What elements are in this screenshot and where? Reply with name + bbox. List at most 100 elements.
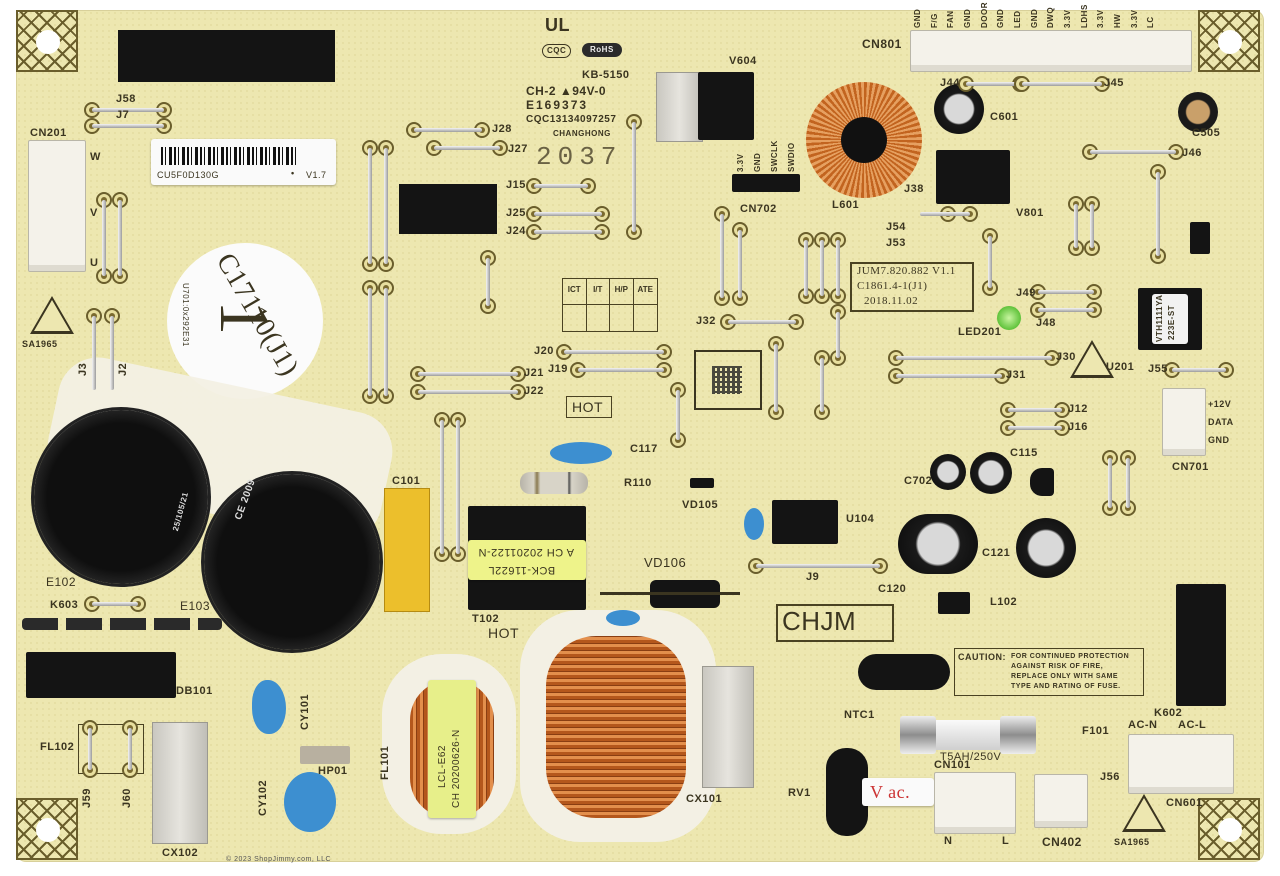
j38-ref: J38 [904,183,924,195]
jumper-j33 [720,214,724,298]
j58-ref: J58 [116,93,136,105]
vd106-ref: VD106 [644,555,687,570]
cn702-pin-3: SWCLK [770,140,779,172]
datamatrix-code [694,350,762,410]
j53-ref: J53 [886,237,906,249]
e102-date: 25/105/21 [171,491,191,533]
connector-cn101[interactable] [934,772,1016,834]
j9-ref: J9 [806,571,820,583]
jumper-j48 [1038,308,1094,312]
rohs-mark: RoHS [582,43,622,57]
cn201-pin-v: V [90,207,98,219]
cn801-pin-3: FAN [946,10,955,29]
j54-ref: J54 [886,221,906,233]
cn601-ref: CN601 [1166,797,1203,809]
capacitor-cx102 [152,722,208,844]
cn801-pin-13: HW [1113,13,1122,28]
connector-cn702[interactable] [732,174,800,192]
round-sticker: 1 C17110(J1) U701:0x292E31 [167,243,323,399]
t102-ref: T102 [472,613,500,625]
ntc1-ref: NTC1 [844,709,875,721]
jumper-j44 [966,82,1020,86]
regulator-v604 [698,72,754,140]
cy102-ref: CY102 [257,779,269,816]
jumper-j42 [836,240,840,296]
caution-line-4: TYPE AND RATING OF FUSE. [1011,683,1121,690]
ic-u201: VTH1111YA 223E-ST [1138,288,1202,350]
fl101-label-1: LCL-E62 [437,745,448,788]
vd105-ref: VD105 [682,499,719,511]
c702-ref: C702 [904,475,933,487]
blackout-bar-mid [399,184,497,234]
inductor-l102 [938,592,970,614]
date-code: 2037 [536,142,623,172]
esd-warning-icon [1070,340,1114,378]
cn702-pin-2: GND [753,152,762,172]
cn101-ref: CN101 [934,759,971,771]
j55-ref: J55 [1148,363,1168,375]
jumper-j5 [102,200,106,276]
info-line-1: JUM7.820.882 V1.1 [857,265,956,277]
j7-ref: J7 [116,109,130,121]
capacitor-c601 [934,84,984,134]
cn601-pin-acl: AC-L [1178,719,1207,731]
j28-ref: J28 [492,123,512,135]
cn201-pin-u: U [90,257,99,269]
k602-ref: K602 [1154,707,1183,719]
connector-cn701[interactable] [1162,388,1206,456]
j60-ref: J60 [121,788,133,808]
jumper-j4 [118,200,122,276]
connector-cn201[interactable] [28,140,86,272]
jumper-j14 [1126,458,1130,508]
barcode-code: CU5F0D130G [157,170,220,180]
j15-ref: J15 [506,179,526,191]
jumper-j30 [896,356,1052,360]
r110-ref: R110 [624,477,652,489]
ul-file-number: E169373 [526,98,589,112]
u201-label-1: VTH1111YA [1155,294,1164,342]
v801-ref: V801 [1016,207,1044,219]
hot-label-1-box [566,396,612,418]
regulator-v801 [936,150,1010,204]
jumper-k603 [92,602,138,606]
jumper-j20 [564,350,664,354]
transistor-u103 [1030,468,1054,496]
cn201-ref: CN201 [30,127,67,139]
jumper-j28 [414,128,482,132]
pad-j50-b [982,280,998,296]
jumper-j32 [728,320,796,324]
voltage-text: V ac. [870,782,911,802]
caution-line-2: AGAINST RISK OF FIRE, [1011,663,1104,670]
jumper-j34 [738,230,742,298]
cqc-mark: CQC [542,44,572,58]
jumper-j16 [1008,426,1062,430]
j16-ref: J16 [1068,421,1088,433]
capacitor-cy102 [284,772,336,832]
jumper-j41 [804,240,808,296]
inductor-main-coil [546,636,686,818]
jumper-j15 [534,184,588,188]
caution-line-1: FOR CONTINUED PROTECTION [1011,653,1130,660]
choke-fl101: LCL-E62 CH 20200626-N [410,680,494,818]
hp01-ref: HP01 [318,765,348,777]
sticker-side: U701:0x292E31 [181,283,190,347]
c505-ref: C505 [1192,127,1221,139]
cn801-pin-15: LC [1146,16,1155,28]
cn701-pin-12v: +12V [1208,399,1232,409]
part-number: KB-5150 [582,69,630,81]
jumper-j37 [836,312,840,358]
connector-cn801[interactable] [910,30,1192,72]
j25-ref: J25 [506,207,526,219]
jumper-j9 [756,564,880,568]
info-box [850,262,974,312]
flame-rating: CH-2 ▲94V-0 [526,84,607,98]
heatsink-slots [22,618,222,630]
connector-cn402[interactable] [1034,774,1088,828]
capacitor-cy101 [252,680,286,734]
capacitor-c505 [1178,92,1218,132]
fl101-ref: FL101 [379,745,391,780]
cn201-pin-w: W [90,151,101,163]
manufacturer: CHANGHONG [553,129,611,138]
f101-ref: F101 [1082,725,1110,737]
connector-cn601[interactable] [1128,734,1234,794]
